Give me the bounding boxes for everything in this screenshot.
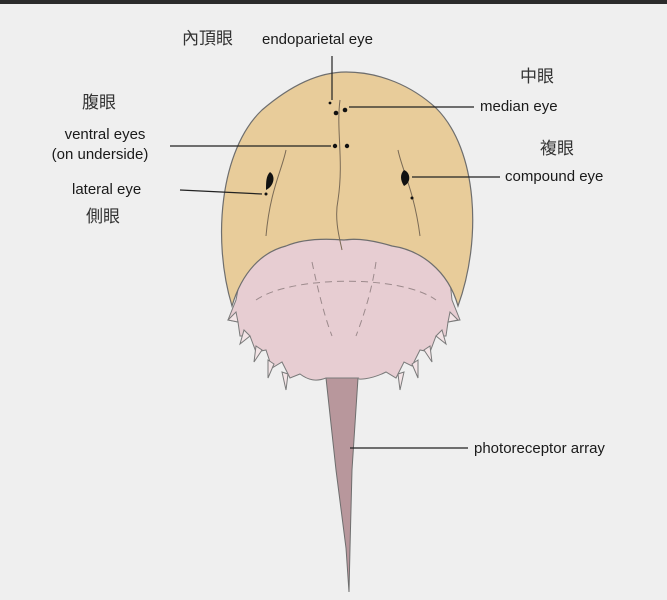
lateral-eye-right	[411, 197, 414, 200]
lateral-eye-label-zh: 側眼	[86, 208, 120, 226]
ventral-eyes-label-en-2: (on underside)	[30, 146, 170, 164]
ventral-eye-right	[345, 144, 349, 148]
median-eye-label-zh: 中眼	[520, 68, 554, 86]
median-eye-label-en: median eye	[480, 98, 558, 116]
median-eye-left	[334, 111, 339, 116]
endoparietal-eye-label-en: endoparietal eye	[262, 31, 373, 49]
lateral-eye-left	[265, 193, 268, 196]
compound-eye-label-en: compound eye	[505, 168, 603, 186]
endoparietal-eye	[329, 102, 332, 105]
endoparietal-eye-label-zh: 內頂眼	[182, 30, 233, 48]
telson-tail	[326, 378, 358, 592]
photoreceptor-array-label-en: photoreceptor array	[474, 440, 605, 458]
compound-eye-label-zh: 複眼	[540, 140, 574, 158]
lateral-eye-label-en: lateral eye	[72, 181, 141, 199]
median-eye-right	[343, 108, 348, 113]
ventral-eye-left	[333, 144, 337, 148]
abdomen	[228, 239, 460, 380]
ventral-eyes-label-zh: 腹眼	[82, 94, 116, 112]
ventral-eyes-label-en-1: ventral eyes	[40, 126, 170, 144]
